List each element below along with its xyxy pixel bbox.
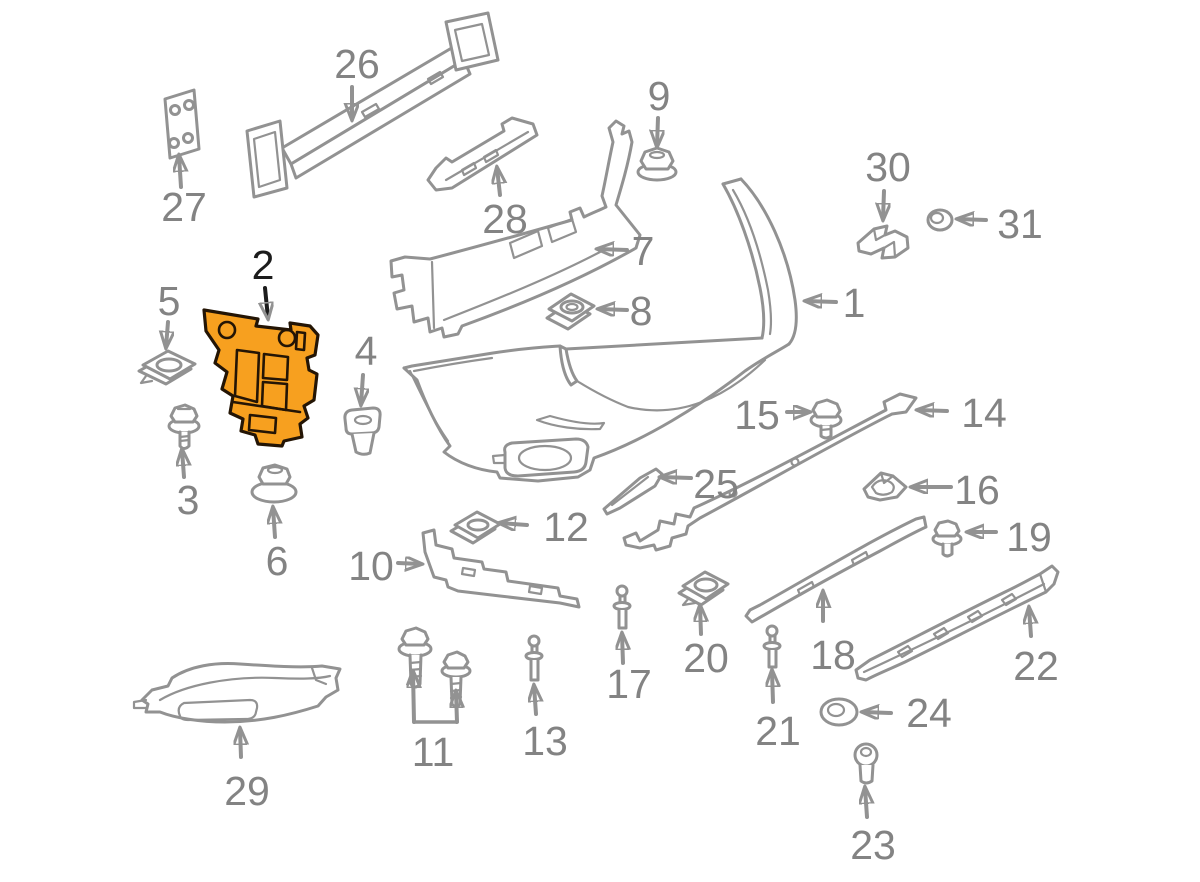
part-label-26: 26 bbox=[334, 41, 380, 87]
callout-arrow-12 bbox=[500, 523, 529, 525]
part-drawing-12-clip-nut bbox=[449, 510, 502, 545]
part-label-31: 31 bbox=[997, 201, 1043, 247]
part-label-13: 13 bbox=[522, 718, 568, 764]
part-drawing-20-clip-nut bbox=[677, 570, 730, 607]
part-label-19: 19 bbox=[1006, 514, 1052, 560]
part-label-23: 23 bbox=[850, 822, 896, 868]
callout-arrow-17 bbox=[622, 634, 623, 665]
part-drawing-21-stud-pin bbox=[762, 624, 782, 669]
part-label-29: 29 bbox=[224, 768, 270, 814]
callout-arrow-21 bbox=[772, 671, 773, 704]
part-drawing-8-square-clip-nut bbox=[545, 292, 596, 331]
callout-arrow-20 bbox=[700, 606, 701, 636]
part-label-5: 5 bbox=[158, 278, 181, 324]
callout-arrow-11-2 bbox=[456, 692, 457, 724]
part-label-11: 11 bbox=[412, 729, 455, 775]
callout-arrow-24 bbox=[863, 712, 893, 713]
callout-arrow-25 bbox=[661, 477, 693, 478]
callout-arrow-1 bbox=[806, 301, 838, 302]
part-label-12: 12 bbox=[543, 504, 589, 550]
part-drawing-22-lower-trim-rail bbox=[854, 564, 1060, 682]
callout-arrow-23 bbox=[865, 788, 867, 819]
part-drawing-24-washer-grommet bbox=[819, 697, 859, 727]
part-label-7: 7 bbox=[632, 228, 655, 274]
part-label-2: 2 bbox=[252, 242, 275, 288]
callout-arrow-30 bbox=[883, 189, 884, 219]
part-label-16: 16 bbox=[954, 467, 1000, 513]
callout-layer: 1234567891011121314151617181920212223242… bbox=[158, 41, 1059, 868]
part-drawing-28-absorber-bar bbox=[426, 116, 539, 192]
part-drawing-9-hex-nut bbox=[636, 146, 678, 182]
callout-arrow-28 bbox=[497, 168, 500, 197]
part-drawing-17-stud-pin bbox=[612, 584, 632, 630]
part-drawing-4-expanding-nut bbox=[343, 406, 382, 456]
part-label-20: 20 bbox=[683, 635, 729, 681]
callout-arrow-22 bbox=[1029, 608, 1031, 638]
part-drawing-15-bolt bbox=[809, 398, 843, 440]
callout-arrow-11 bbox=[413, 672, 414, 724]
callout-arrow-27 bbox=[179, 156, 181, 189]
part-label-17: 17 bbox=[606, 661, 652, 707]
callout-arrow-5 bbox=[166, 320, 168, 347]
part-label-1: 1 bbox=[843, 280, 866, 326]
part-label-15: 15 bbox=[734, 392, 780, 438]
part-label-14: 14 bbox=[961, 390, 1007, 436]
part-label-8: 8 bbox=[630, 288, 653, 334]
part-drawing-19-bolt bbox=[931, 519, 963, 558]
part-drawing-26-impact-bar bbox=[245, 11, 500, 199]
part-label-3: 3 bbox=[177, 477, 200, 523]
part-drawing-2-side-bracket bbox=[202, 308, 320, 448]
part-label-27: 27 bbox=[161, 184, 207, 230]
callout-arrow-4 bbox=[361, 373, 363, 404]
callout-arrow-29 bbox=[240, 729, 241, 759]
callout-arrow-13 bbox=[534, 686, 536, 716]
part-drawing-29-reflector-trim bbox=[132, 662, 342, 724]
part-label-9: 9 bbox=[648, 73, 671, 119]
part-drawing-27-mounting-plate bbox=[163, 88, 201, 160]
part-drawing-31-grommet bbox=[926, 208, 954, 232]
callout-arrow-31 bbox=[958, 219, 988, 220]
part-label-28: 28 bbox=[482, 196, 528, 242]
part-label-10: 10 bbox=[348, 543, 394, 589]
callout-arrow-10 bbox=[396, 563, 421, 564]
callout-arrow-9 bbox=[657, 116, 658, 146]
callout-arrow-3 bbox=[182, 450, 184, 479]
callout-arrow-7 bbox=[598, 249, 629, 250]
part-drawing-18-support-rail bbox=[744, 515, 928, 624]
part-drawing-7-impact-absorber bbox=[389, 119, 642, 339]
part-drawing-3-bolt bbox=[167, 403, 201, 450]
part-drawing-5-clip-nut bbox=[137, 349, 197, 386]
part-drawing-30-clip-bracket bbox=[856, 224, 910, 260]
part-label-24: 24 bbox=[906, 690, 952, 736]
part-drawing-25-trim-end-piece bbox=[602, 467, 664, 516]
part-label-21: 21 bbox=[755, 708, 801, 754]
part-drawing-6-flange-nut bbox=[250, 463, 298, 504]
part-drawing-14-upper-support-rail bbox=[622, 392, 918, 552]
part-drawing-1-bumper-cover bbox=[402, 177, 798, 483]
callout-arrow-14 bbox=[918, 410, 949, 411]
callout-arrow-2 bbox=[265, 286, 268, 318]
part-label-22: 22 bbox=[1013, 643, 1059, 689]
part-drawing-16-clip bbox=[862, 471, 908, 502]
part-label-30: 30 bbox=[865, 144, 911, 190]
part-drawing-23-round-head-screw bbox=[853, 742, 879, 785]
part-label-6: 6 bbox=[266, 538, 289, 584]
callout-arrow-8 bbox=[599, 309, 629, 310]
part-label-18: 18 bbox=[810, 632, 856, 678]
callout-arrow-6 bbox=[273, 508, 275, 539]
part-label-4: 4 bbox=[355, 328, 378, 374]
part-label-25: 25 bbox=[693, 461, 739, 507]
part-drawing-13-stud-pin bbox=[524, 634, 544, 682]
part-drawing-11-bolt-pair bbox=[397, 626, 472, 708]
part-drawing-10-lower-valance bbox=[421, 528, 581, 609]
